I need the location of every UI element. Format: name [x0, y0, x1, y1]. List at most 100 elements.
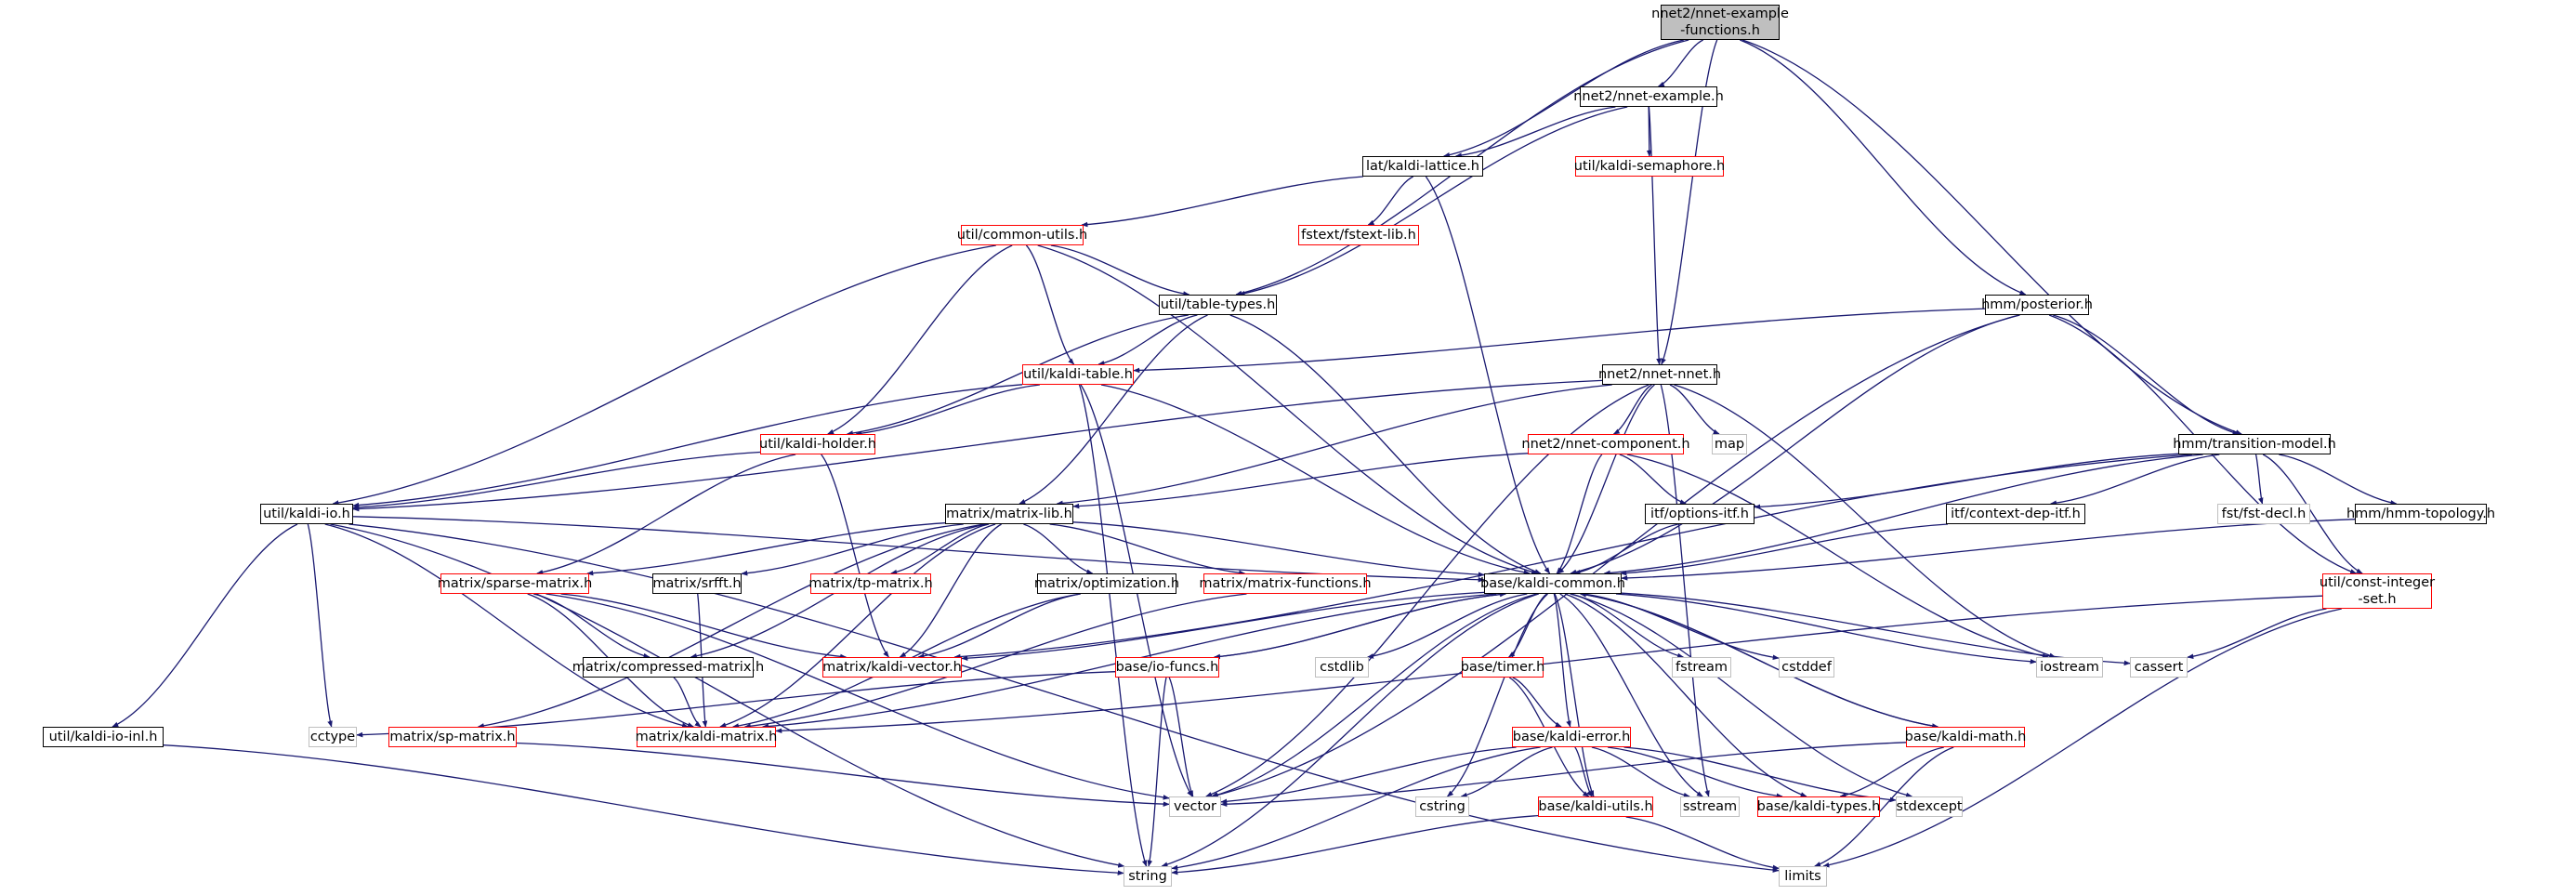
- node-iostream: iostream: [2036, 657, 2103, 678]
- node-tpmatrix[interactable]: matrix/tp-matrix.h: [808, 573, 933, 594]
- node-srfft[interactable]: matrix/srfft.h: [652, 573, 742, 594]
- edge-kaldiutils-to-string: [1171, 814, 1539, 875]
- node-optionsitf[interactable]: itf/options-itf.h: [1645, 504, 1755, 524]
- node-kaldimatrix[interactable]: matrix/kaldi-matrix.h: [636, 727, 777, 747]
- edge-matrixlib-to-kaldimatrix: [719, 523, 996, 728]
- edge-nnetex-to-lattice: [1454, 106, 1616, 158]
- edge-kaldiholder-to-kaldivector: [821, 454, 889, 658]
- edge-commonutils-to-tabletypes: [1050, 244, 1190, 296]
- edge-kalditable-to-kaldiio: [352, 384, 1023, 508]
- edge-nnetcomp-to-optionsitf: [1619, 454, 1687, 505]
- edge-kaldimath-to-kalditypes: [1839, 746, 1944, 798]
- edge-commonutils-to-kaldicommon: [1037, 244, 1538, 574]
- edge-constint-to-kaldimatrix: [775, 595, 2323, 734]
- edge-kalditable-to-kaldicommon: [1100, 384, 1531, 575]
- edge-nnetnnet-to-vector: [1205, 384, 1649, 797]
- node-matfuncs[interactable]: matrix/matrix-functions.h: [1199, 573, 1372, 594]
- node-kaldiholder[interactable]: util/kaldi-holder.h: [759, 434, 876, 454]
- node-constint[interactable]: util/const-integer -set.h: [2319, 573, 2436, 609]
- edge-nnetcomp-to-iostream: [1626, 454, 2049, 659]
- edge-tabletypes-to-kaldicommon: [1229, 314, 1542, 574]
- edge-kaldierror-to-stdexcept: [1623, 746, 1897, 803]
- edge-kaldicommon-to-cstddef: [1584, 593, 1780, 660]
- edge-kaldimath-to-limits: [1814, 746, 1954, 867]
- node-kalditable[interactable]: util/kaldi-table.h: [1022, 364, 1134, 385]
- node-kaldiio[interactable]: util/kaldi-io.h: [260, 504, 353, 524]
- edge-posterior-to-transmodel: [2053, 314, 2240, 436]
- edge-kaldiio-to-kaldiioinl: [112, 523, 298, 728]
- edge-kaldiio-to-cctype: [307, 523, 333, 728]
- edge-lattice-to-kaldicommon: [1425, 176, 1551, 574]
- node-transmodel[interactable]: hmm/transition-model.h: [2173, 434, 2336, 454]
- node-kaldicommon[interactable]: base/kaldi-common.h: [1480, 573, 1625, 594]
- edge-matrixlib-to-optimization: [1023, 523, 1094, 574]
- edge-posterior-to-kalditable: [1133, 308, 1986, 374]
- node-kaldimath[interactable]: base/kaldi-math.h: [1905, 727, 2026, 747]
- edge-transmodel-to-fstdecl: [2254, 454, 2264, 505]
- node-commonutils[interactable]: util/common-utils.h: [957, 225, 1087, 245]
- edge-iofuncs-to-vector: [1168, 677, 1194, 797]
- node-fstextlib[interactable]: fstext/fstext-lib.h: [1298, 225, 1419, 245]
- node-optimization[interactable]: matrix/optimization.h: [1034, 573, 1179, 594]
- edge-root-to-nnetex: [1657, 39, 1703, 87]
- node-kalditypes[interactable]: base/kaldi-types.h: [1757, 796, 1880, 817]
- node-spmatrix[interactable]: matrix/sp-matrix.h: [388, 727, 517, 747]
- edge-kaldicommon-to-string: [1161, 593, 1539, 867]
- edge-nnetnnet-to-map: [1669, 384, 1720, 435]
- edge-posterior-to-vector: [1211, 314, 2020, 798]
- node-posterior[interactable]: hmm/posterior.h: [1981, 295, 2093, 315]
- edge-matfuncs-to-kaldimatrix: [743, 593, 1247, 730]
- edge-tabletypes-to-kalditable: [1097, 314, 1198, 366]
- edge-transmodel-to-topology: [2279, 454, 2398, 506]
- node-nnetcomp[interactable]: nnet2/nnet-component.h: [1521, 434, 1690, 454]
- edge-commonutils-to-kaldiholder: [827, 244, 1013, 435]
- edge-kaldierror-to-kaldiutils: [1574, 746, 1593, 797]
- edge-kaldicommon-to-vector: [1210, 593, 1537, 798]
- node-tabletypes[interactable]: util/table-types.h: [1159, 295, 1277, 315]
- node-contextdep[interactable]: itf/context-dep-itf.h: [1946, 504, 2085, 524]
- edge-constint-to-limits: [1822, 608, 2342, 868]
- node-kaldivector[interactable]: matrix/kaldi-vector.h: [822, 657, 962, 678]
- edge-kaldicommon-to-kaldierror: [1553, 593, 1571, 728]
- node-sstream: sstream: [1680, 796, 1740, 817]
- edge-kaldicommon-to-kaldiutils: [1554, 593, 1595, 797]
- node-lattice[interactable]: lat/kaldi-lattice.h: [1362, 156, 1483, 177]
- edge-kaldiioinl-to-string: [163, 744, 1124, 875]
- node-matrixlib[interactable]: matrix/matrix-lib.h: [945, 504, 1073, 524]
- edge-kaldicommon-to-sstream: [1559, 593, 1703, 797]
- node-nnetnnet[interactable]: nnet2/nnet-nnet.h: [1598, 364, 1721, 385]
- edge-constint-to-cassert: [2187, 608, 2327, 660]
- edge-kaldicommon-to-stdexcept: [1570, 593, 1913, 798]
- edge-transmodel-to-contextdep: [2050, 454, 2220, 506]
- edge-kalditable-to-kaldiholder: [855, 384, 1040, 437]
- edge-sparse-to-vector: [545, 593, 1170, 800]
- node-sparse[interactable]: matrix/sparse-matrix.h: [438, 573, 592, 594]
- edge-nnetnnet-to-kaldicommon: [1557, 384, 1655, 574]
- node-root: nnet2/nnet-example -functions.h: [1651, 5, 1789, 40]
- edge-optionsitf-to-kaldicommon: [1573, 523, 1678, 575]
- edge-root-to-nnetnnet: [1661, 39, 1718, 365]
- node-iofuncs[interactable]: base/io-funcs.h: [1115, 657, 1219, 678]
- node-compressed[interactable]: matrix/compressed-matrix.h: [572, 657, 764, 678]
- edge-kaldicommon-to-kalditypes: [1564, 593, 1807, 797]
- node-semaphore[interactable]: util/kaldi-semaphore.h: [1574, 156, 1725, 177]
- edge-nnetnnet-to-nnetcomp: [1612, 384, 1652, 435]
- edge-compressed-to-kaldimatrix: [673, 677, 702, 728]
- node-kaldiioinl[interactable]: util/kaldi-io-inl.h: [43, 727, 164, 747]
- node-topology[interactable]: hmm/hmm-topology.h: [2346, 504, 2495, 524]
- node-kaldiutils[interactable]: base/kaldi-utils.h: [1538, 796, 1653, 817]
- edge-optimization-to-kaldivector: [917, 593, 1081, 659]
- edge-kaldiio-to-limits: [348, 523, 1780, 873]
- edge-kaldicommon-to-cstdlib: [1367, 593, 1528, 659]
- edge-matrixlib-to-spmatrix: [477, 523, 984, 729]
- node-timer[interactable]: base/timer.h: [1461, 657, 1544, 678]
- node-kaldierror[interactable]: base/kaldi-error.h: [1512, 727, 1631, 747]
- node-cassert: cassert: [2130, 657, 2188, 678]
- edge-kaldimath-to-kaldicommon: [1579, 592, 1939, 728]
- edge-topology-to-kaldicommon: [1621, 519, 2356, 581]
- node-vector: vector: [1169, 796, 1221, 817]
- edge-kaldierror-to-kalditypes: [1607, 746, 1783, 799]
- edge-commonutils-to-kalditable: [1025, 244, 1075, 365]
- node-nnetex[interactable]: nnet2/nnet-example.h: [1573, 86, 1724, 107]
